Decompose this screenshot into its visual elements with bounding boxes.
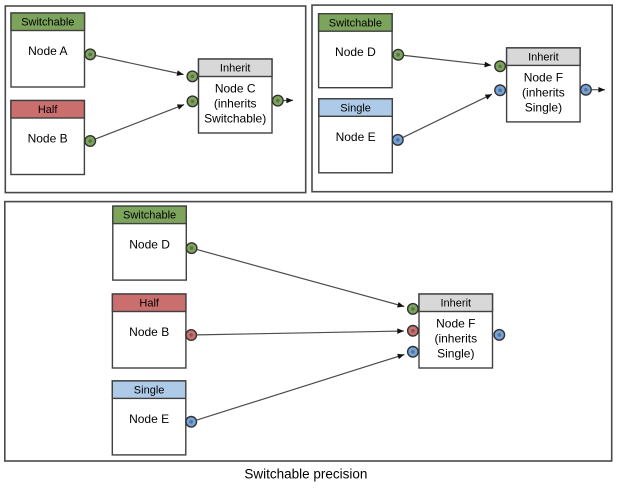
svg-text:Node B: Node B xyxy=(28,132,68,146)
svg-text:Switchable: Switchable xyxy=(21,17,74,29)
svg-text:Single): Single) xyxy=(525,100,562,114)
svg-text:Switchable precision: Switchable precision xyxy=(244,466,367,481)
svg-text:Node C: Node C xyxy=(215,82,256,96)
svg-text:Inherit: Inherit xyxy=(528,52,559,64)
svg-text:Node E: Node E xyxy=(129,412,169,426)
svg-text:Node B: Node B xyxy=(129,325,169,339)
svg-text:Single: Single xyxy=(134,385,165,397)
svg-text:Inherit: Inherit xyxy=(220,63,251,75)
svg-text:Node F: Node F xyxy=(436,317,475,331)
svg-text:Switchable: Switchable xyxy=(329,17,382,29)
svg-text:Single): Single) xyxy=(437,347,474,361)
svg-text:Switchable): Switchable) xyxy=(204,112,266,126)
svg-text:Node E: Node E xyxy=(336,130,376,144)
svg-text:Inherit: Inherit xyxy=(441,298,472,310)
svg-text:Node D: Node D xyxy=(335,45,376,59)
svg-text:(inherits: (inherits xyxy=(214,97,257,111)
svg-text:Node F: Node F xyxy=(524,70,563,84)
svg-text:Node A: Node A xyxy=(28,44,67,58)
svg-text:Half: Half xyxy=(38,104,59,116)
svg-text:Single: Single xyxy=(340,102,371,114)
svg-text:(inherits: (inherits xyxy=(434,332,477,346)
svg-text:Switchable: Switchable xyxy=(123,210,176,222)
svg-text:Half: Half xyxy=(139,298,160,310)
svg-text:(inherits: (inherits xyxy=(522,85,565,99)
svg-text:Node D: Node D xyxy=(129,237,170,251)
